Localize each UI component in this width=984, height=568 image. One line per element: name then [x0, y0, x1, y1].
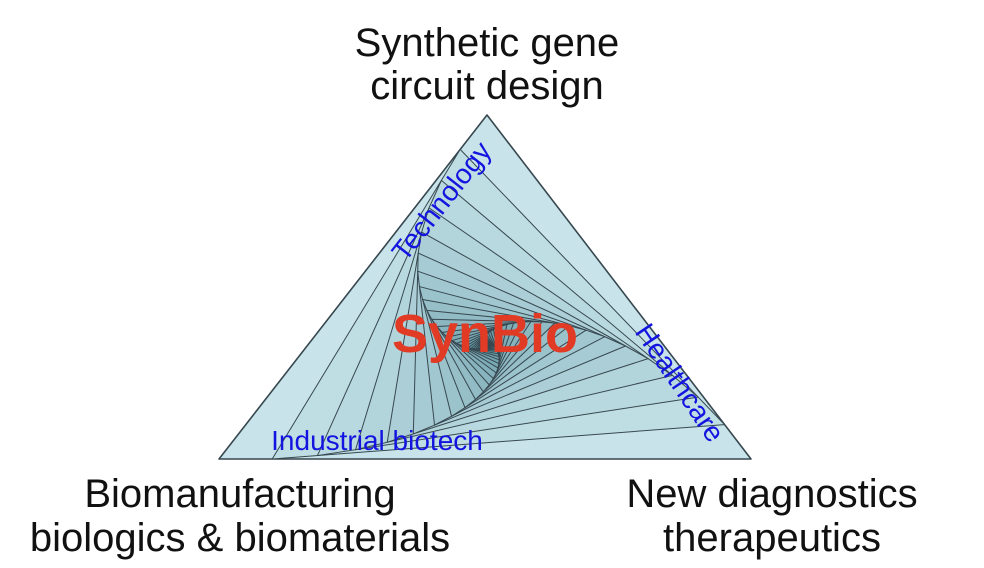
corner-label-bottom-left-line2: biologics & biomaterials: [30, 516, 450, 560]
corner-label-bottom-right-line2: therapeutics: [663, 516, 881, 560]
edge-label-industrial-biotech: Industrial biotech: [271, 425, 483, 456]
corner-label-bottom-right-line1: New diagnostics: [626, 472, 917, 516]
corner-label-bottom-left-line1: Biomanufacturing: [84, 472, 395, 516]
spiral-triangle-32: [483, 342, 489, 347]
nested-triangle-spiral: [218, 114, 752, 460]
corner-label-top-line2: circuit design: [370, 64, 603, 108]
corner-label-top-line1: Synthetic gene: [355, 21, 620, 65]
center-label-synbio: SynBio: [392, 304, 578, 364]
